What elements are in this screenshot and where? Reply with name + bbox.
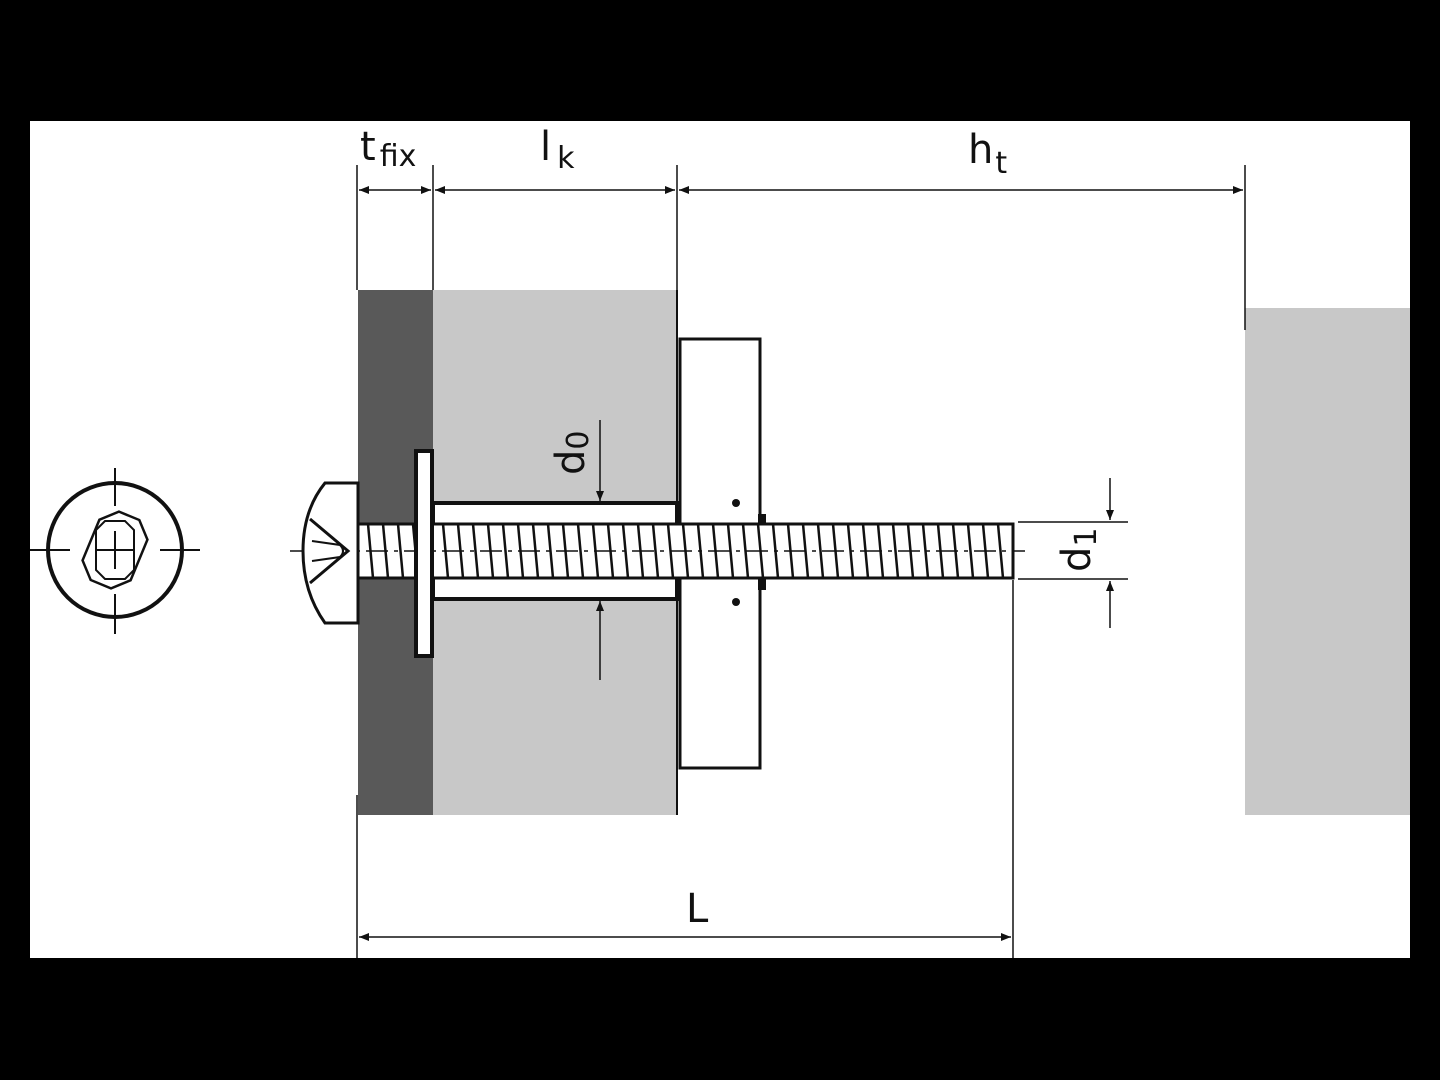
d1-dimension [1018,478,1128,628]
thread-line [651,523,660,579]
rivet-dot [732,598,740,606]
thread-line [501,523,510,579]
thread-line [741,523,750,579]
washer [414,449,434,658]
pozidriv-head-icon [30,468,200,634]
L-dimension [356,580,1014,958]
thread-line [546,523,555,579]
thread-line [816,523,825,579]
thread-line [576,523,585,579]
thread-line [471,523,480,579]
screw-head [301,481,360,625]
label-L: L [686,886,709,932]
screw-shank [290,522,1025,580]
thread-line [396,523,405,579]
rivet-dot [732,499,740,507]
thread-line [996,523,1005,579]
thread-line [726,523,735,579]
thread-line [966,523,975,579]
thread-line [891,523,900,579]
label-h-t: ht [968,127,1007,181]
label-d-1: d1 [1054,528,1104,572]
top-dimensions [356,165,1246,330]
label-d-0: d0 [548,431,596,475]
back-wall [1245,308,1410,815]
thread-line [921,523,930,579]
